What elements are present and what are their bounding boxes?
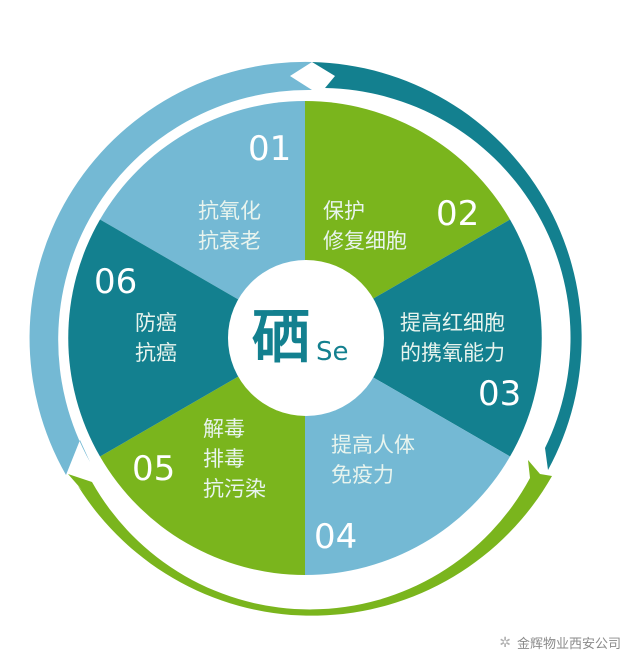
ring-arrow-light-blue <box>29 61 313 476</box>
wechat-icon: ✲ <box>499 634 511 651</box>
segment-06-line-1: 防癌 <box>135 311 177 335</box>
segment-01 <box>100 101 305 338</box>
segment-03-line-2: 的携氧能力 <box>400 341 505 365</box>
segment-01-number: 01 <box>248 129 291 169</box>
segment-02-line-1: 保护 <box>323 199 365 223</box>
segment-03-line-1: 提高红细胞 <box>400 311 505 335</box>
segment-05-number: 05 <box>132 449 175 489</box>
segment-05-line-3: 抗污染 <box>203 477 266 501</box>
center-symbol: Se <box>316 337 349 367</box>
segment-02-line-2: 修复细胞 <box>323 229 407 253</box>
ring-arrow-teal <box>312 62 582 470</box>
watermark-text: 金辉物业西安公司 <box>516 637 621 652</box>
segment-04-number: 04 <box>314 517 357 557</box>
segment-06 <box>68 219 305 457</box>
segment-05-line-1: 解毒 <box>203 417 245 441</box>
center-char: 硒 <box>252 303 310 371</box>
segment-02-number: 02 <box>436 194 479 234</box>
segment-06-number: 06 <box>94 262 137 302</box>
segment-04-line-2: 免疫力 <box>331 463 394 487</box>
segment-06-line-2: 抗癌 <box>135 341 177 365</box>
segment-03-number: 03 <box>478 374 521 414</box>
center-circle <box>228 260 384 416</box>
segment-03 <box>305 219 542 457</box>
segment-05-line-2: 排毒 <box>203 447 245 471</box>
watermark: ✲ 金辉物业西安公司 <box>499 633 621 653</box>
segment-01-line-1: 抗氧化 <box>198 199 261 223</box>
segment-05 <box>100 338 305 575</box>
segment-01-line-2: 抗衰老 <box>198 229 261 253</box>
segment-04-line-1: 提高人体 <box>331 433 415 457</box>
